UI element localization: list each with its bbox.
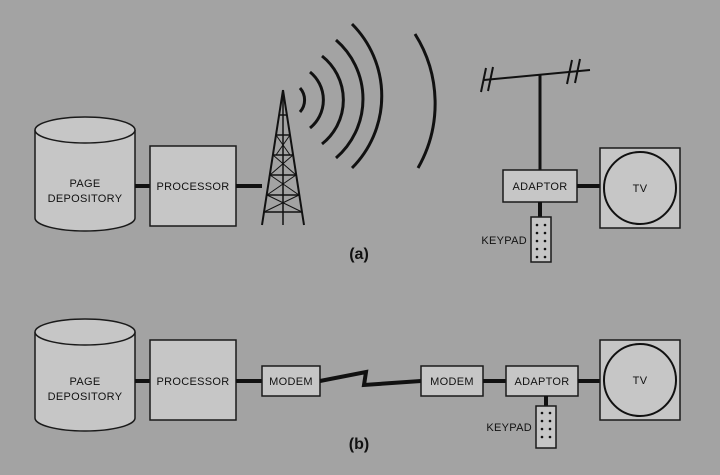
adaptor-box-a: ADAPTOR xyxy=(502,169,578,203)
processor-label-b: PROCESSOR xyxy=(157,376,230,388)
adaptor-label-b: ADAPTOR xyxy=(514,376,569,388)
page-depository-cylinder-a: PAGE DEPOSITORY xyxy=(34,116,136,232)
modem-box-right: MODEM xyxy=(420,365,484,397)
processor-box-b: PROCESSOR xyxy=(149,339,237,421)
caption-a: (a) xyxy=(349,246,369,263)
part-a: PAGE DEPOSITORY PROCESSOR xyxy=(34,22,681,263)
receiving-antenna-icon xyxy=(480,58,591,170)
tv-set-a: TV xyxy=(599,147,681,229)
radio-waves-icon xyxy=(298,22,437,170)
transmitter-tower-icon xyxy=(261,89,305,226)
modem-right-label: MODEM xyxy=(430,376,474,388)
depository-label-a-line2: DEPOSITORY xyxy=(48,193,123,205)
keypad-b xyxy=(535,405,557,449)
page-depository-cylinder-b: PAGE DEPOSITORY xyxy=(34,318,136,432)
adaptor-box-b: ADAPTOR xyxy=(505,365,579,397)
depository-label-b-line2: DEPOSITORY xyxy=(48,391,123,403)
keypad-label-a: KEYPAD xyxy=(481,235,527,247)
tv-set-b: TV xyxy=(599,339,681,421)
part-b: PAGE DEPOSITORY PROCESSOR MODEM MODEM AD… xyxy=(34,318,681,453)
depository-label-a-line1: PAGE xyxy=(70,178,101,190)
modem-box-left: MODEM xyxy=(261,365,321,397)
phone-line-zigzag xyxy=(319,369,422,388)
adaptor-label-a: ADAPTOR xyxy=(512,181,567,193)
caption-b: (b) xyxy=(349,436,369,453)
keypad-label-b: KEYPAD xyxy=(486,422,532,434)
modem-left-label: MODEM xyxy=(269,376,313,388)
processor-box-a: PROCESSOR xyxy=(149,145,237,227)
tv-label-b: TV xyxy=(633,375,648,387)
tv-label-a: TV xyxy=(633,183,648,195)
depository-label-b-line1: PAGE xyxy=(70,376,101,388)
processor-label-a: PROCESSOR xyxy=(157,181,230,193)
keypad-a xyxy=(530,216,552,263)
